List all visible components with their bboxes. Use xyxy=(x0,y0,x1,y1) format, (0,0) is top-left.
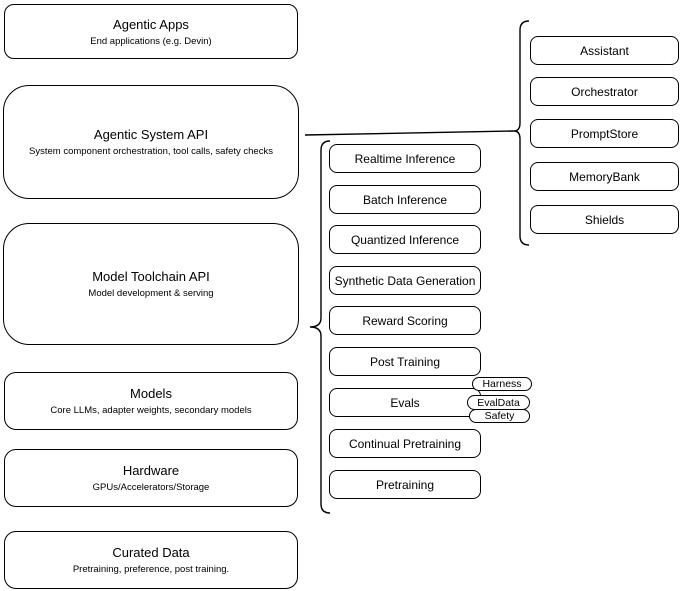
box-subtitle: GPUs/Accelerators/Storage xyxy=(92,482,210,493)
toolchain-group-brace xyxy=(309,140,331,514)
node-memorybank: MemoryBank xyxy=(530,162,679,191)
box-title: Agentic Apps xyxy=(113,16,189,32)
node-pretraining: Pretraining xyxy=(329,470,481,499)
box-title: Agentic System API xyxy=(93,127,209,142)
box-model-toolchain-api: Model Toolchain API Model development & … xyxy=(3,223,299,345)
box-title: Hardware xyxy=(122,463,180,478)
pill-harness: Harness xyxy=(472,377,532,391)
system-group-brace xyxy=(513,20,530,246)
pill-evaldata: EvalData xyxy=(467,395,530,410)
node-evals: Evals xyxy=(329,388,481,417)
box-curated-data: Curated Data Pretraining, preference, po… xyxy=(4,531,298,589)
box-subtitle: Pretraining, preference, post training. xyxy=(72,564,230,575)
box-agentic-system-api: Agentic System API System component orch… xyxy=(3,85,299,199)
node-post-training: Post Training xyxy=(329,347,481,376)
node-assistant: Assistant xyxy=(530,36,679,65)
pill-safety: Safety xyxy=(469,409,530,423)
box-subtitle: Core LLMs, adapter weights, secondary mo… xyxy=(50,405,252,416)
box-title: Curated Data xyxy=(112,545,190,560)
box-agentic-apps: Agentic Apps End applications (e.g. Devi… xyxy=(4,4,298,59)
box-hardware: Hardware GPUs/Accelerators/Storage xyxy=(4,449,298,507)
node-promptstore: PromptStore xyxy=(530,119,679,148)
node-batch-inference: Batch Inference xyxy=(329,185,481,214)
box-subtitle: End applications (e.g. Devin) xyxy=(90,35,212,47)
node-quantized-inference: Quantized Inference xyxy=(329,225,481,254)
node-reward-scoring: Reward Scoring xyxy=(329,306,481,335)
box-models: Models Core LLMs, adapter weights, secon… xyxy=(4,372,298,430)
node-synthetic-data-generation: Synthetic Data Generation xyxy=(329,266,481,295)
node-realtime-inference: Realtime Inference xyxy=(329,144,481,173)
node-continual-pretraining: Continual Pretraining xyxy=(329,429,481,458)
box-title: Model Toolchain API xyxy=(92,269,210,284)
box-subtitle: System component orchestration, tool cal… xyxy=(29,146,273,157)
system-api-connector-line xyxy=(304,130,515,136)
box-title: Models xyxy=(130,386,172,401)
box-subtitle: Model development & serving xyxy=(88,288,214,299)
node-orchestrator: Orchestrator xyxy=(530,77,679,106)
node-shields: Shields xyxy=(530,205,679,234)
